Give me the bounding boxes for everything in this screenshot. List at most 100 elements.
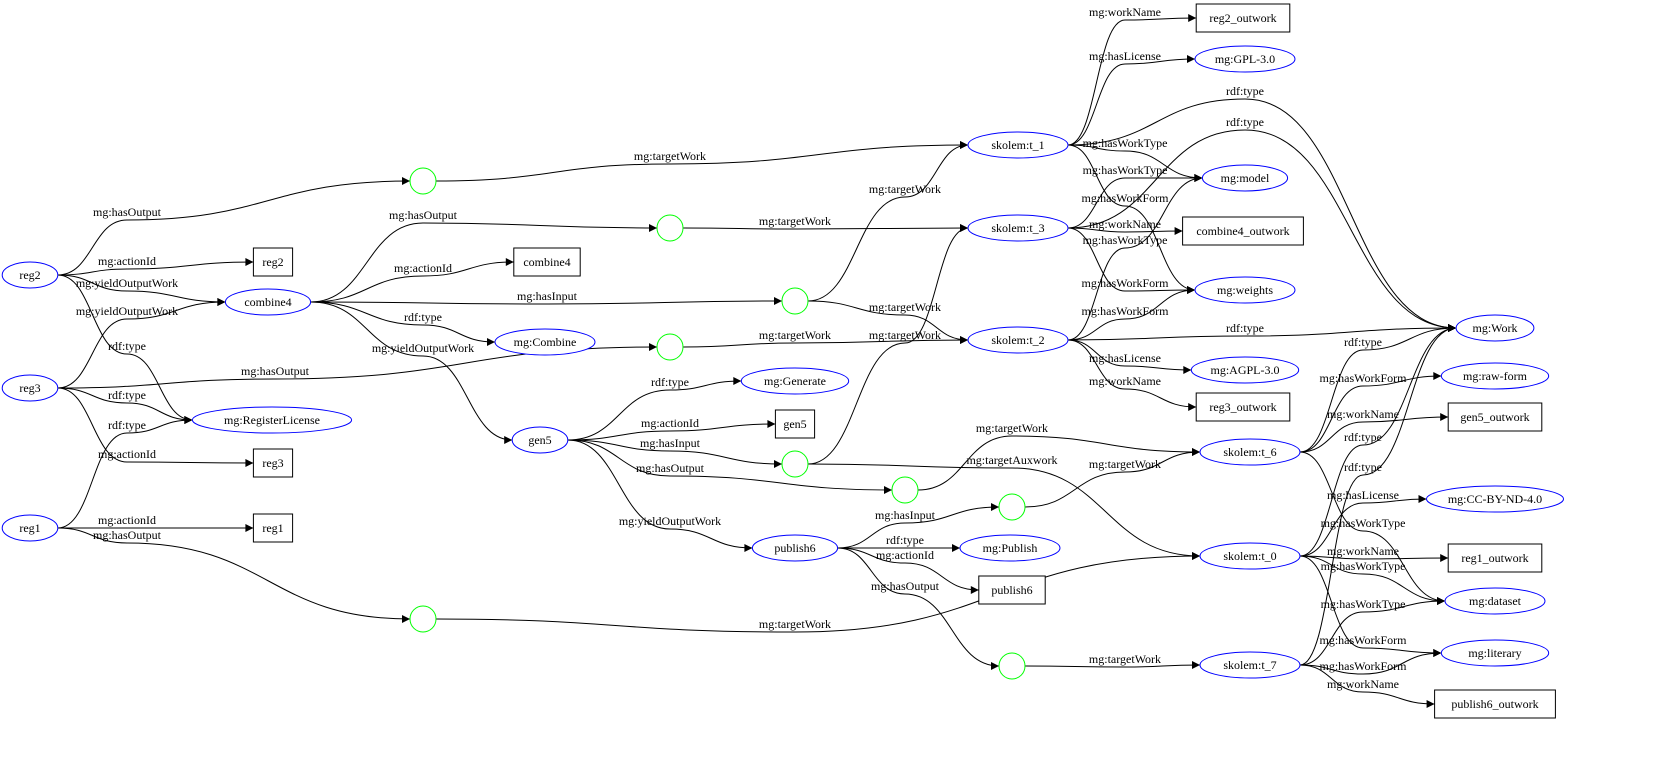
edge-label: mg:workName (1089, 374, 1161, 388)
edge-mg-targetwork: mg:targetWork (435, 552, 1201, 633)
node-mg-publish-ellipse[interactable]: mg:Publish (959, 534, 1061, 562)
node-blank-45[interactable] (998, 652, 1026, 680)
edge-mg-hasworktype: mg:hasWorkType (1067, 136, 1203, 182)
edge-mg-hasworkform: mg:hasWorkForm (1067, 286, 1196, 341)
edge-rdf-type: rdf:type (567, 375, 742, 441)
node-shape (252, 513, 294, 543)
node-label: mg:AGPL-3.0 (1211, 363, 1280, 377)
edge-mg-haslicense: mg:hasLicense (1067, 49, 1196, 146)
edge-mg-hasinput: mg:hasInput (567, 436, 783, 468)
edge-mg-workname: mg:workName (1299, 407, 1449, 453)
edge-line (837, 503, 1000, 549)
node-shape (252, 448, 294, 478)
edge-label: mg:hasInput (517, 289, 578, 303)
node-mg-registerlicense-ellipse[interactable]: mg:RegisterLicense (191, 406, 353, 434)
node-blank-40[interactable] (656, 333, 684, 361)
edge-mg-targetwork: mg:targetWork (807, 300, 969, 344)
node-blank-39[interactable] (781, 287, 809, 315)
edge-mg-hasworkform: mg:hasWorkForm (1299, 555, 1442, 657)
node-publish6-box[interactable]: publish6 (978, 575, 1046, 605)
edge-mg-yieldoutputwork: mg:yieldOutputWork (567, 439, 753, 552)
node-gen5-box[interactable]: gen5 (774, 409, 816, 439)
node-shape (1440, 362, 1550, 390)
node-mg-gpl-3-0-ellipse[interactable]: mg:GPL-3.0 (1194, 45, 1296, 73)
node-label: mg:dataset (1469, 594, 1522, 608)
node-gen5-outwork-box[interactable]: gen5_outwork (1447, 402, 1543, 432)
node-label: mg:Combine (514, 335, 577, 349)
node-blank-37[interactable] (409, 167, 437, 195)
node-reg2-ellipse[interactable]: reg2 (1, 261, 59, 289)
node-mg-cc-by-nd-4-0-ellipse[interactable]: mg:CC-BY-ND-4.0 (1426, 485, 1564, 513)
node-reg3-box[interactable]: reg3 (252, 448, 294, 478)
edge-line (57, 274, 226, 306)
node-publish6-outwork-box[interactable]: publish6_outwork (1434, 689, 1556, 719)
edge-mg-actionid: mg:actionId (837, 547, 979, 594)
node-blank-41[interactable] (781, 450, 809, 478)
edge-mg-hasworktype: mg:hasWorkType (1299, 451, 1446, 605)
node-skolem-t-0-ellipse[interactable]: skolem:t_0 (1199, 542, 1301, 570)
node-reg1-box[interactable]: reg1 (252, 513, 294, 543)
node-combine4-ellipse[interactable]: combine4 (224, 288, 312, 316)
edge-line (917, 435, 1201, 491)
node-shape (1199, 651, 1301, 679)
edge-label: mg:hasWorkForm (1081, 304, 1169, 318)
node-mg-dataset-ellipse[interactable]: mg:dataset (1444, 587, 1546, 615)
node-label: skolem:t_6 (1223, 445, 1276, 459)
edge-rdf-type: rdf:type (1067, 84, 1457, 332)
node-skolem-t-6-ellipse[interactable]: skolem:t_6 (1199, 438, 1301, 466)
edge-label: mg:hasInput (875, 508, 936, 522)
edge-label: mg:actionId (98, 447, 156, 461)
node-shape (1426, 485, 1564, 513)
edge-label: mg:actionId (394, 261, 452, 275)
node-shape (774, 409, 816, 439)
node-publish6-ellipse[interactable]: publish6 (751, 534, 839, 562)
node-skolem-t-2-ellipse[interactable]: skolem:t_2 (967, 326, 1069, 354)
node-label: gen5 (528, 433, 551, 447)
node-mg-work-ellipse[interactable]: mg:Work (1455, 314, 1535, 342)
edge-label: mg:hasWorkForm (1081, 276, 1169, 290)
edge-mg-hasoutput: mg:hasOutput (567, 439, 893, 494)
edge-label: rdf:type (1344, 335, 1382, 349)
node-reg1-outwork-box[interactable]: reg1_outwork (1447, 543, 1543, 573)
edge-label: rdf:type (1226, 321, 1264, 335)
node-mg-agpl-3-0-ellipse[interactable]: mg:AGPL-3.0 (1190, 356, 1300, 384)
node-mg-literary-ellipse[interactable]: mg:literary (1440, 639, 1550, 667)
node-mg-weights-ellipse[interactable]: mg:weights (1194, 276, 1296, 304)
blank-node-circle (998, 652, 1026, 680)
node-label: skolem:t_0 (1223, 549, 1276, 563)
node-reg2-box[interactable]: reg2 (252, 247, 294, 277)
node-reg3-ellipse[interactable]: reg3 (1, 374, 59, 402)
edge-label: mg:targetWork (976, 421, 1048, 435)
node-reg3-outwork-box[interactable]: reg3_outwork (1195, 392, 1291, 422)
node-mg-generate-ellipse[interactable]: mg:Generate (740, 367, 850, 395)
node-reg2-outwork-box[interactable]: reg2_outwork (1195, 3, 1291, 33)
node-shape (1194, 45, 1296, 73)
edge-label: mg:hasWorkType (1083, 136, 1168, 150)
node-combine4-outwork-box[interactable]: combine4_outwork (1182, 216, 1304, 246)
node-mg-model-ellipse[interactable]: mg:model (1201, 164, 1289, 192)
node-gen5-ellipse[interactable]: gen5 (511, 426, 569, 454)
edge-label: mg:hasOutput (636, 461, 705, 475)
edge-line (1299, 451, 1446, 605)
node-reg1-ellipse[interactable]: reg1 (1, 514, 59, 542)
node-shape (1447, 402, 1543, 432)
edge-line (1024, 661, 1201, 670)
edge-label: mg:targetWork (759, 214, 831, 228)
node-blank-38[interactable] (656, 214, 684, 242)
edge-mg-targetwork: mg:targetWork (682, 214, 969, 233)
node-blank-42[interactable] (891, 476, 919, 504)
edge-mg-workname: mg:workName (1067, 217, 1183, 236)
node-skolem-t-1-ellipse[interactable]: skolem:t_1 (967, 131, 1069, 159)
edge-label: mg:workName (1327, 677, 1399, 691)
node-mg-raw-form-ellipse[interactable]: mg:raw-form (1440, 362, 1550, 390)
edge-line (567, 439, 783, 468)
node-mg-combine-ellipse[interactable]: mg:Combine (494, 328, 596, 356)
node-skolem-t-7-ellipse[interactable]: skolem:t_7 (1199, 651, 1301, 679)
edge-line (567, 439, 753, 552)
node-skolem-t-3-ellipse[interactable]: skolem:t_3 (967, 214, 1069, 242)
edge-mg-haslicense: mg:hasLicense (1067, 339, 1192, 374)
node-blank-43[interactable] (998, 493, 1026, 521)
node-combine4-box[interactable]: combine4 (513, 247, 581, 277)
node-blank-44[interactable] (409, 605, 437, 633)
